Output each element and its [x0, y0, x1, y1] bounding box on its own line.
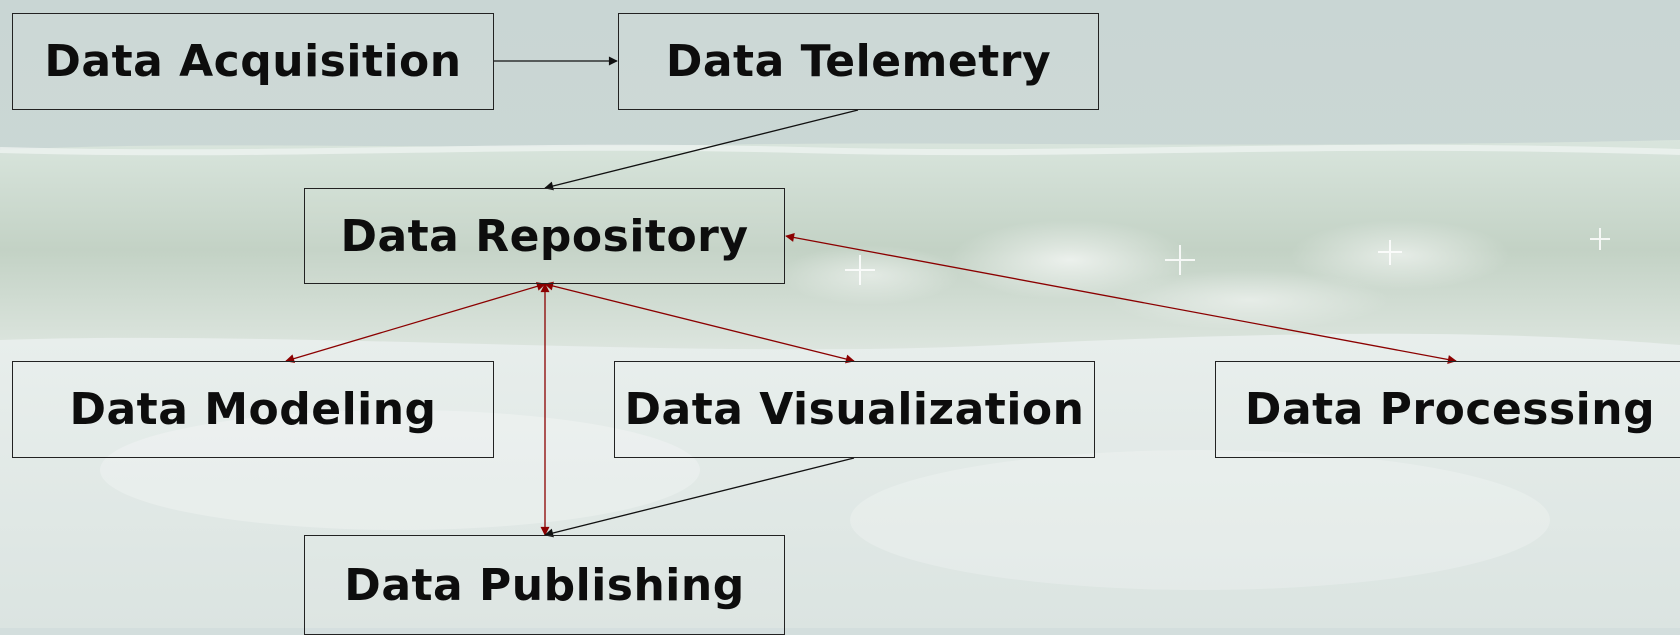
arrow-repository-visualization [544, 281, 855, 364]
connector-line [544, 457, 855, 538]
node-data-telemetry: Data Telemetry [618, 13, 1099, 110]
node-data-processing: Data Processing [1215, 361, 1680, 458]
connector-line [285, 281, 546, 364]
node-data-visualization: Data Visualization [614, 361, 1095, 458]
arrow-repository-processing [785, 233, 1457, 364]
arrow-repository-modeling [285, 281, 546, 364]
node-data-acquisition: Data Acquisition [12, 13, 494, 110]
node-data-repository: Data Repository [304, 188, 785, 284]
arrow-telemetry-to-repository [544, 109, 859, 191]
connector-line [785, 233, 1457, 364]
arrow-visualization-to-publishing [544, 457, 855, 538]
node-data-publishing: Data Publishing [304, 535, 785, 635]
node-data-modeling: Data Modeling [12, 361, 494, 458]
connector-line [544, 109, 859, 191]
connector-line [544, 281, 855, 364]
